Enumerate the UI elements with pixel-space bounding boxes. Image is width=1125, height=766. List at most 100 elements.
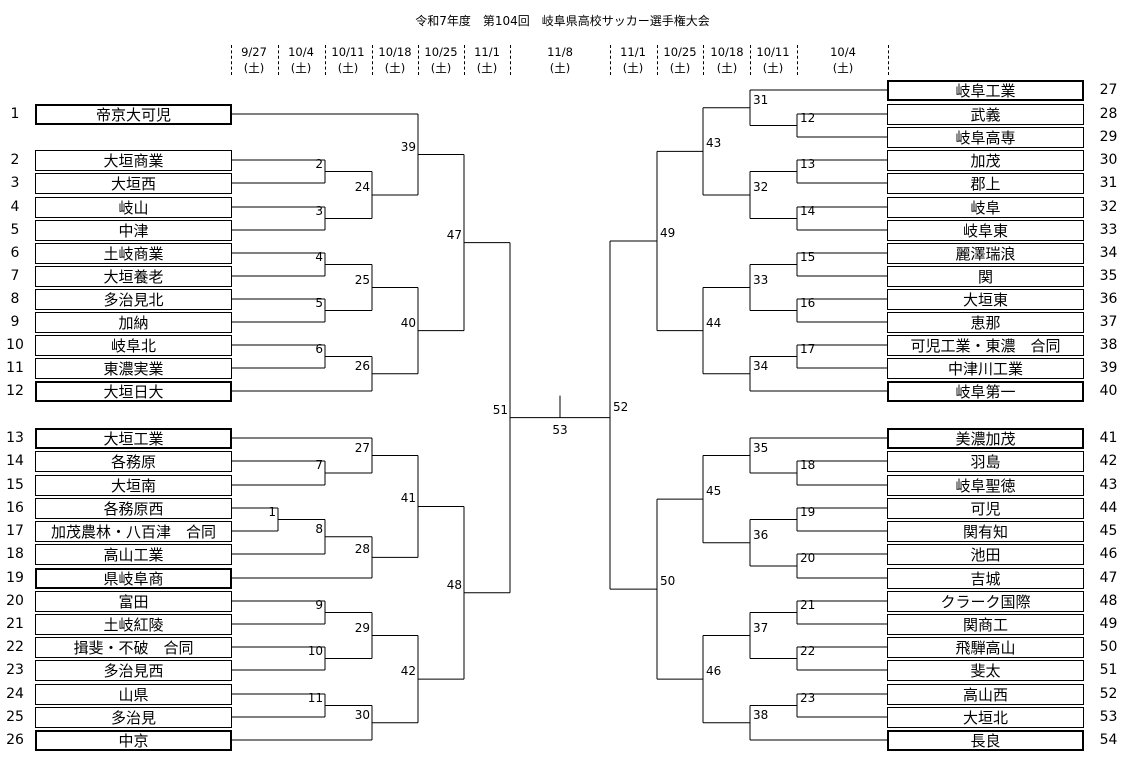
round-date: 11/1(土) (464, 44, 510, 76)
team-number: 17 (6, 522, 24, 539)
team-number: 44 (1099, 499, 1118, 516)
team-name-box: 飛騨高山 (887, 636, 1084, 658)
team-name-box: 岐阜 (887, 196, 1084, 218)
team-number: 31 (1099, 174, 1118, 191)
match-number: 41 (400, 491, 416, 506)
team-number: 20 (6, 592, 24, 609)
team-number: 2 (10, 151, 20, 168)
team-number: 49 (1099, 615, 1118, 632)
round-day-label: (土) (762, 61, 784, 75)
date-separator (325, 45, 326, 75)
match-number: 45 (706, 484, 722, 499)
team-name-box: 多治見 (35, 706, 232, 728)
round-day-label: (土) (384, 61, 406, 75)
team-name-box: 可児 (887, 497, 1084, 519)
date-separator (418, 45, 419, 75)
team-number: 34 (1099, 244, 1118, 261)
team-number: 39 (1099, 359, 1118, 376)
date-separator (510, 45, 511, 75)
team-number: 50 (1099, 638, 1118, 655)
team-number: 36 (1099, 290, 1118, 307)
match-number: 48 (446, 577, 462, 592)
team-number: 9 (10, 313, 20, 330)
team-name-box: 岐山 (35, 196, 232, 218)
team-name-box: 各務原西 (35, 497, 232, 519)
team-number: 14 (6, 452, 24, 469)
team-number: 47 (1099, 569, 1118, 586)
team-name-box: 中津 (35, 219, 232, 241)
team-name-box: 多治見西 (35, 659, 232, 681)
team-name-box: 池田 (887, 543, 1084, 565)
match-number: 6 (315, 341, 323, 356)
match-number: 20 (800, 551, 816, 565)
team-number: 40 (1099, 382, 1118, 399)
team-name-box: 羽島 (887, 450, 1084, 472)
match-number: 47 (446, 227, 462, 242)
round-day-label: (土) (476, 61, 498, 75)
round-day-label: (土) (290, 61, 312, 75)
team-name-box: 山県 (35, 683, 232, 705)
round-date-label: 10/4 (288, 45, 314, 59)
match-number: 5 (315, 295, 323, 310)
team-name-box: 麗澤瑞浪 (887, 242, 1084, 264)
team-number: 1 (10, 105, 20, 122)
team-number: 15 (6, 476, 24, 493)
team-name-box: 岐阜第一 (887, 380, 1084, 402)
round-date: 10/18(土) (704, 44, 750, 76)
team-number: 41 (1099, 429, 1118, 446)
round-day-label: (土) (669, 61, 691, 75)
match-number: 51 (492, 402, 508, 417)
team-number: 29 (1099, 128, 1118, 145)
team-name-box: 土岐商業 (35, 242, 232, 264)
team-number: 22 (6, 638, 24, 655)
team-number: 48 (1099, 592, 1118, 609)
round-date: 10/4(土) (798, 44, 888, 76)
team-name-box: 斐太 (887, 659, 1084, 681)
match-number: 37 (753, 620, 769, 635)
match-number: 27 (354, 440, 370, 455)
team-name-box: 関有知 (887, 520, 1084, 542)
team-number: 38 (1099, 336, 1118, 353)
team-name-box: 岐阜聖徳 (887, 474, 1084, 496)
round-date-label: 10/18 (710, 45, 744, 59)
match-number: 44 (706, 315, 722, 330)
team-name-box: 大垣工業 (35, 427, 232, 449)
team-number: 53 (1099, 708, 1118, 725)
round-date: 11/1 (土) (610, 44, 656, 76)
match-number: 9 (315, 597, 323, 612)
team-number: 52 (1099, 685, 1118, 702)
round-date-label: 11/1 (620, 45, 646, 59)
team-name-box: クラーク国際 (887, 590, 1084, 612)
round-date: 11/8(土) (515, 44, 605, 76)
round-day-label: (土) (549, 61, 571, 75)
team-name-box: 岐阜東 (887, 219, 1084, 241)
round-day-label: (土) (832, 61, 854, 75)
team-number: 23 (6, 661, 24, 678)
match-number: 32 (753, 180, 769, 194)
team-name-box: 土岐紅陵 (35, 613, 232, 635)
team-number: 35 (1099, 267, 1118, 284)
team-number: 43 (1099, 476, 1118, 493)
match-number: 15 (800, 249, 816, 264)
round-date-label: 10/25 (663, 45, 697, 59)
match-number: 18 (800, 458, 816, 472)
round-day-label: (土) (243, 61, 265, 75)
team-name-box: 中京 (35, 729, 232, 751)
match-number: 49 (660, 226, 676, 240)
team-number: 12 (6, 382, 24, 399)
team-number: 51 (1099, 661, 1118, 678)
match-number: 4 (315, 249, 323, 264)
team-number: 4 (10, 198, 20, 215)
match-number: 43 (706, 136, 722, 151)
round-date: 10/11(土) (325, 44, 371, 76)
team-name-box: 富田 (35, 590, 232, 612)
match-number: 31 (753, 92, 769, 107)
match-number: 33 (753, 272, 769, 287)
team-number: 11 (6, 359, 24, 376)
team-name-box: 関商工 (887, 613, 1084, 635)
match-number: 30 (354, 707, 370, 722)
match-number: 29 (354, 620, 370, 635)
team-number: 7 (10, 267, 20, 284)
team-number: 16 (6, 499, 24, 516)
round-day-label: (土) (622, 61, 644, 75)
